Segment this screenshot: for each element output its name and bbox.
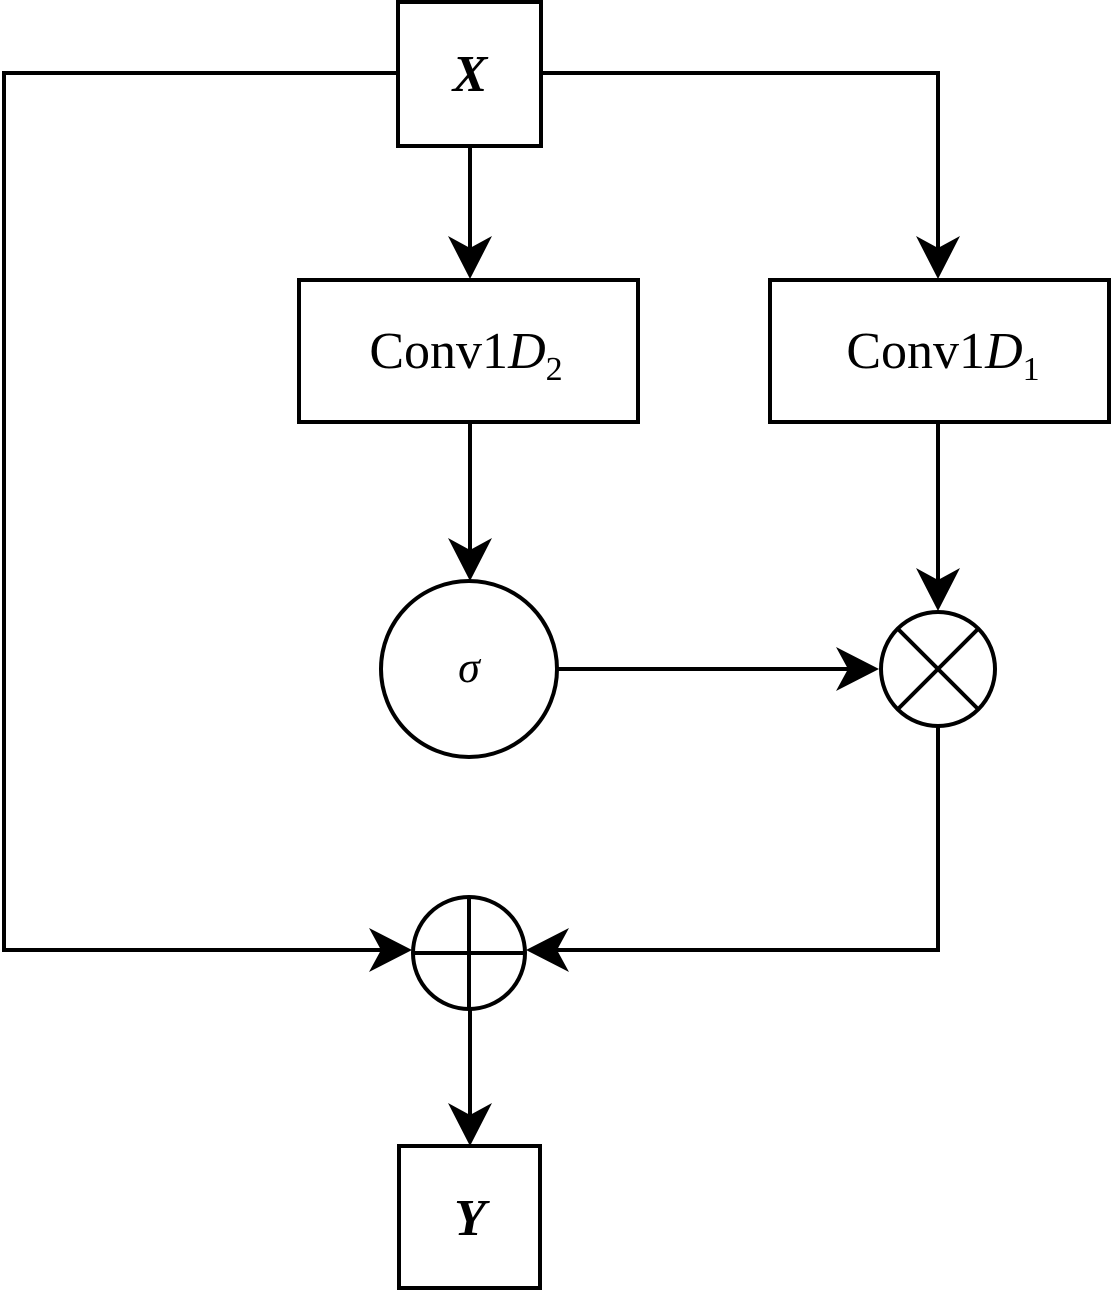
sigmoid-node: σ <box>379 579 559 759</box>
conv1-prefix: Conv1 <box>846 323 985 380</box>
conv1-label: Conv1D1 <box>846 323 1039 388</box>
conv2-block: Conv1D2 <box>297 278 640 424</box>
conv2-subscript: 2 <box>546 351 563 388</box>
conv1-subscript: 1 <box>1023 351 1040 388</box>
arrowhead-conv2-in <box>448 236 492 279</box>
arrowhead-sigma-in <box>448 538 492 581</box>
arrowhead-conv1-in <box>916 236 960 279</box>
conv2-prefix: Conv1 <box>369 323 508 380</box>
arrowhead-multiply-in-top <box>916 568 960 611</box>
output-node: Y <box>397 1144 542 1290</box>
arrowhead-y-in <box>448 1103 492 1146</box>
edge-multiply-to-add <box>556 726 940 952</box>
sigmoid-label: σ <box>458 643 482 692</box>
input-label: X <box>451 46 489 103</box>
edge-x-skip-to-add <box>2 71 398 952</box>
conv1-var: D <box>984 323 1023 380</box>
arrowhead-add-in-right <box>526 928 569 972</box>
edge-x-to-conv1 <box>541 71 940 250</box>
input-node: X <box>396 0 543 148</box>
conv1-block: Conv1D1 <box>768 278 1111 424</box>
arrowhead-multiply-in-left <box>836 647 879 691</box>
conv2-label: Conv1D2 <box>369 323 562 388</box>
conv2-var: D <box>507 323 546 380</box>
add-node <box>411 895 527 1011</box>
output-label: Y <box>454 1190 490 1247</box>
arrowhead-add-in-left <box>369 928 412 972</box>
multiply-node <box>879 610 997 728</box>
